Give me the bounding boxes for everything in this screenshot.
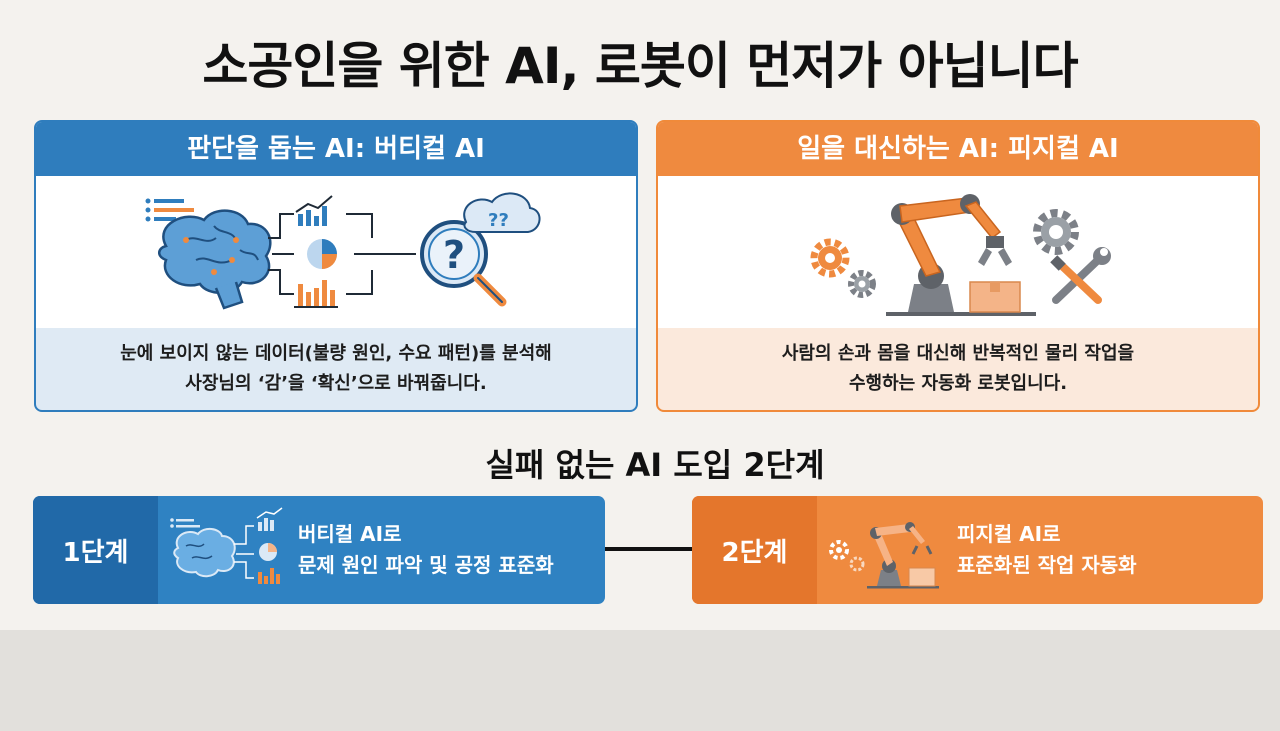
- steps-title: 실패 없는 AI 도입 2단계: [485, 446, 825, 484]
- brain-icon: [158, 209, 272, 310]
- step1-pie-chart-icon: [259, 543, 277, 561]
- physical-ai-illustration: [658, 176, 1258, 328]
- svg-text:??: ??: [488, 210, 509, 231]
- step-connector-line: [605, 547, 692, 551]
- step1-label: 1단계: [33, 496, 158, 604]
- bar-chart-icon: [295, 195, 333, 226]
- bottom-band: [0, 630, 1280, 731]
- vertical-ai-description: 눈에 보이지 않는 데이터(불량 원인, 수요 패턴)를 분석해 사장님의 ‘감…: [36, 328, 636, 410]
- list-lines-icon: [145, 198, 194, 222]
- step2-line1: 피지컬 AI로: [957, 522, 1061, 546]
- physical-ai-card: 일을 대신하는 AI: 피지컬 AI: [656, 120, 1260, 412]
- vertical-ai-desc-line2: 사장님의 ‘감’을 ‘확신’으로 바꿔줍니다.: [185, 373, 487, 394]
- pie-chart-icon: [307, 239, 337, 269]
- gear-large-icon: [1033, 209, 1079, 255]
- step1-illustration: [158, 496, 298, 604]
- vertical-ai-desc-line1: 눈에 보이지 않는 데이터(불량 원인, 수요 패턴)를 분석해: [120, 343, 552, 364]
- gear-icon: [829, 540, 865, 572]
- step1-connectors: [234, 525, 254, 579]
- step2-text: 피지컬 AI로 표준화된 작업 자동화: [957, 496, 1137, 604]
- step1-orange-bars-icon: [258, 568, 280, 584]
- step1-line2: 문제 원인 파악 및 공정 표준화: [298, 553, 554, 577]
- step2-illustration: [817, 496, 957, 604]
- vertical-ai-heading: 판단을 돕는 AI: 버티컬 AI: [36, 122, 636, 176]
- orange-bar-chart-icon: [294, 280, 338, 308]
- step1-bar-chart-icon: [256, 507, 283, 531]
- vertical-ai-card: 판단을 돕는 AI: 버티컬 AI: [34, 120, 638, 412]
- brain-icon: [170, 518, 236, 578]
- physical-ai-desc-line1: 사람의 손과 몸을 대신해 반복적인 물리 작업을: [781, 343, 1135, 364]
- question-bubble-icon: ??: [463, 192, 541, 233]
- robot-arm-icon: [867, 522, 939, 589]
- wrench-icon: [1050, 247, 1111, 304]
- step2-line2: 표준화된 작업 자동화: [957, 553, 1137, 577]
- gear-icon: [810, 238, 876, 298]
- svg-text:?: ?: [443, 233, 465, 277]
- physical-ai-desc-line2: 수행하는 자동화 로봇입니다.: [848, 373, 1068, 394]
- box-icon: [969, 281, 1021, 313]
- vertical-ai-illustration: ? ??: [36, 176, 636, 328]
- step2-label: 2단계: [692, 496, 817, 604]
- step1-text: 버티컬 AI로 문제 원인 파악 및 공정 표준화: [298, 496, 554, 604]
- physical-ai-description: 사람의 손과 몸을 대신해 반복적인 물리 작업을 수행하는 자동화 로봇입니다…: [658, 328, 1258, 410]
- robot-arm-icon: [886, 194, 1036, 316]
- step1-line1: 버티컬 AI로: [298, 522, 402, 546]
- magnifier-question-icon: ?: [420, 220, 507, 307]
- step2-box: 2단계 피지컬 AI로 표준: [692, 496, 1263, 604]
- step1-box: 1단계: [33, 496, 605, 604]
- page-title: 소공인을 위한 AI, 로봇이 먼저가 아닙니다: [202, 37, 1078, 95]
- physical-ai-heading: 일을 대신하는 AI: 피지컬 AI: [658, 122, 1258, 176]
- box-icon: [908, 567, 936, 587]
- connector-lines: [268, 213, 416, 295]
